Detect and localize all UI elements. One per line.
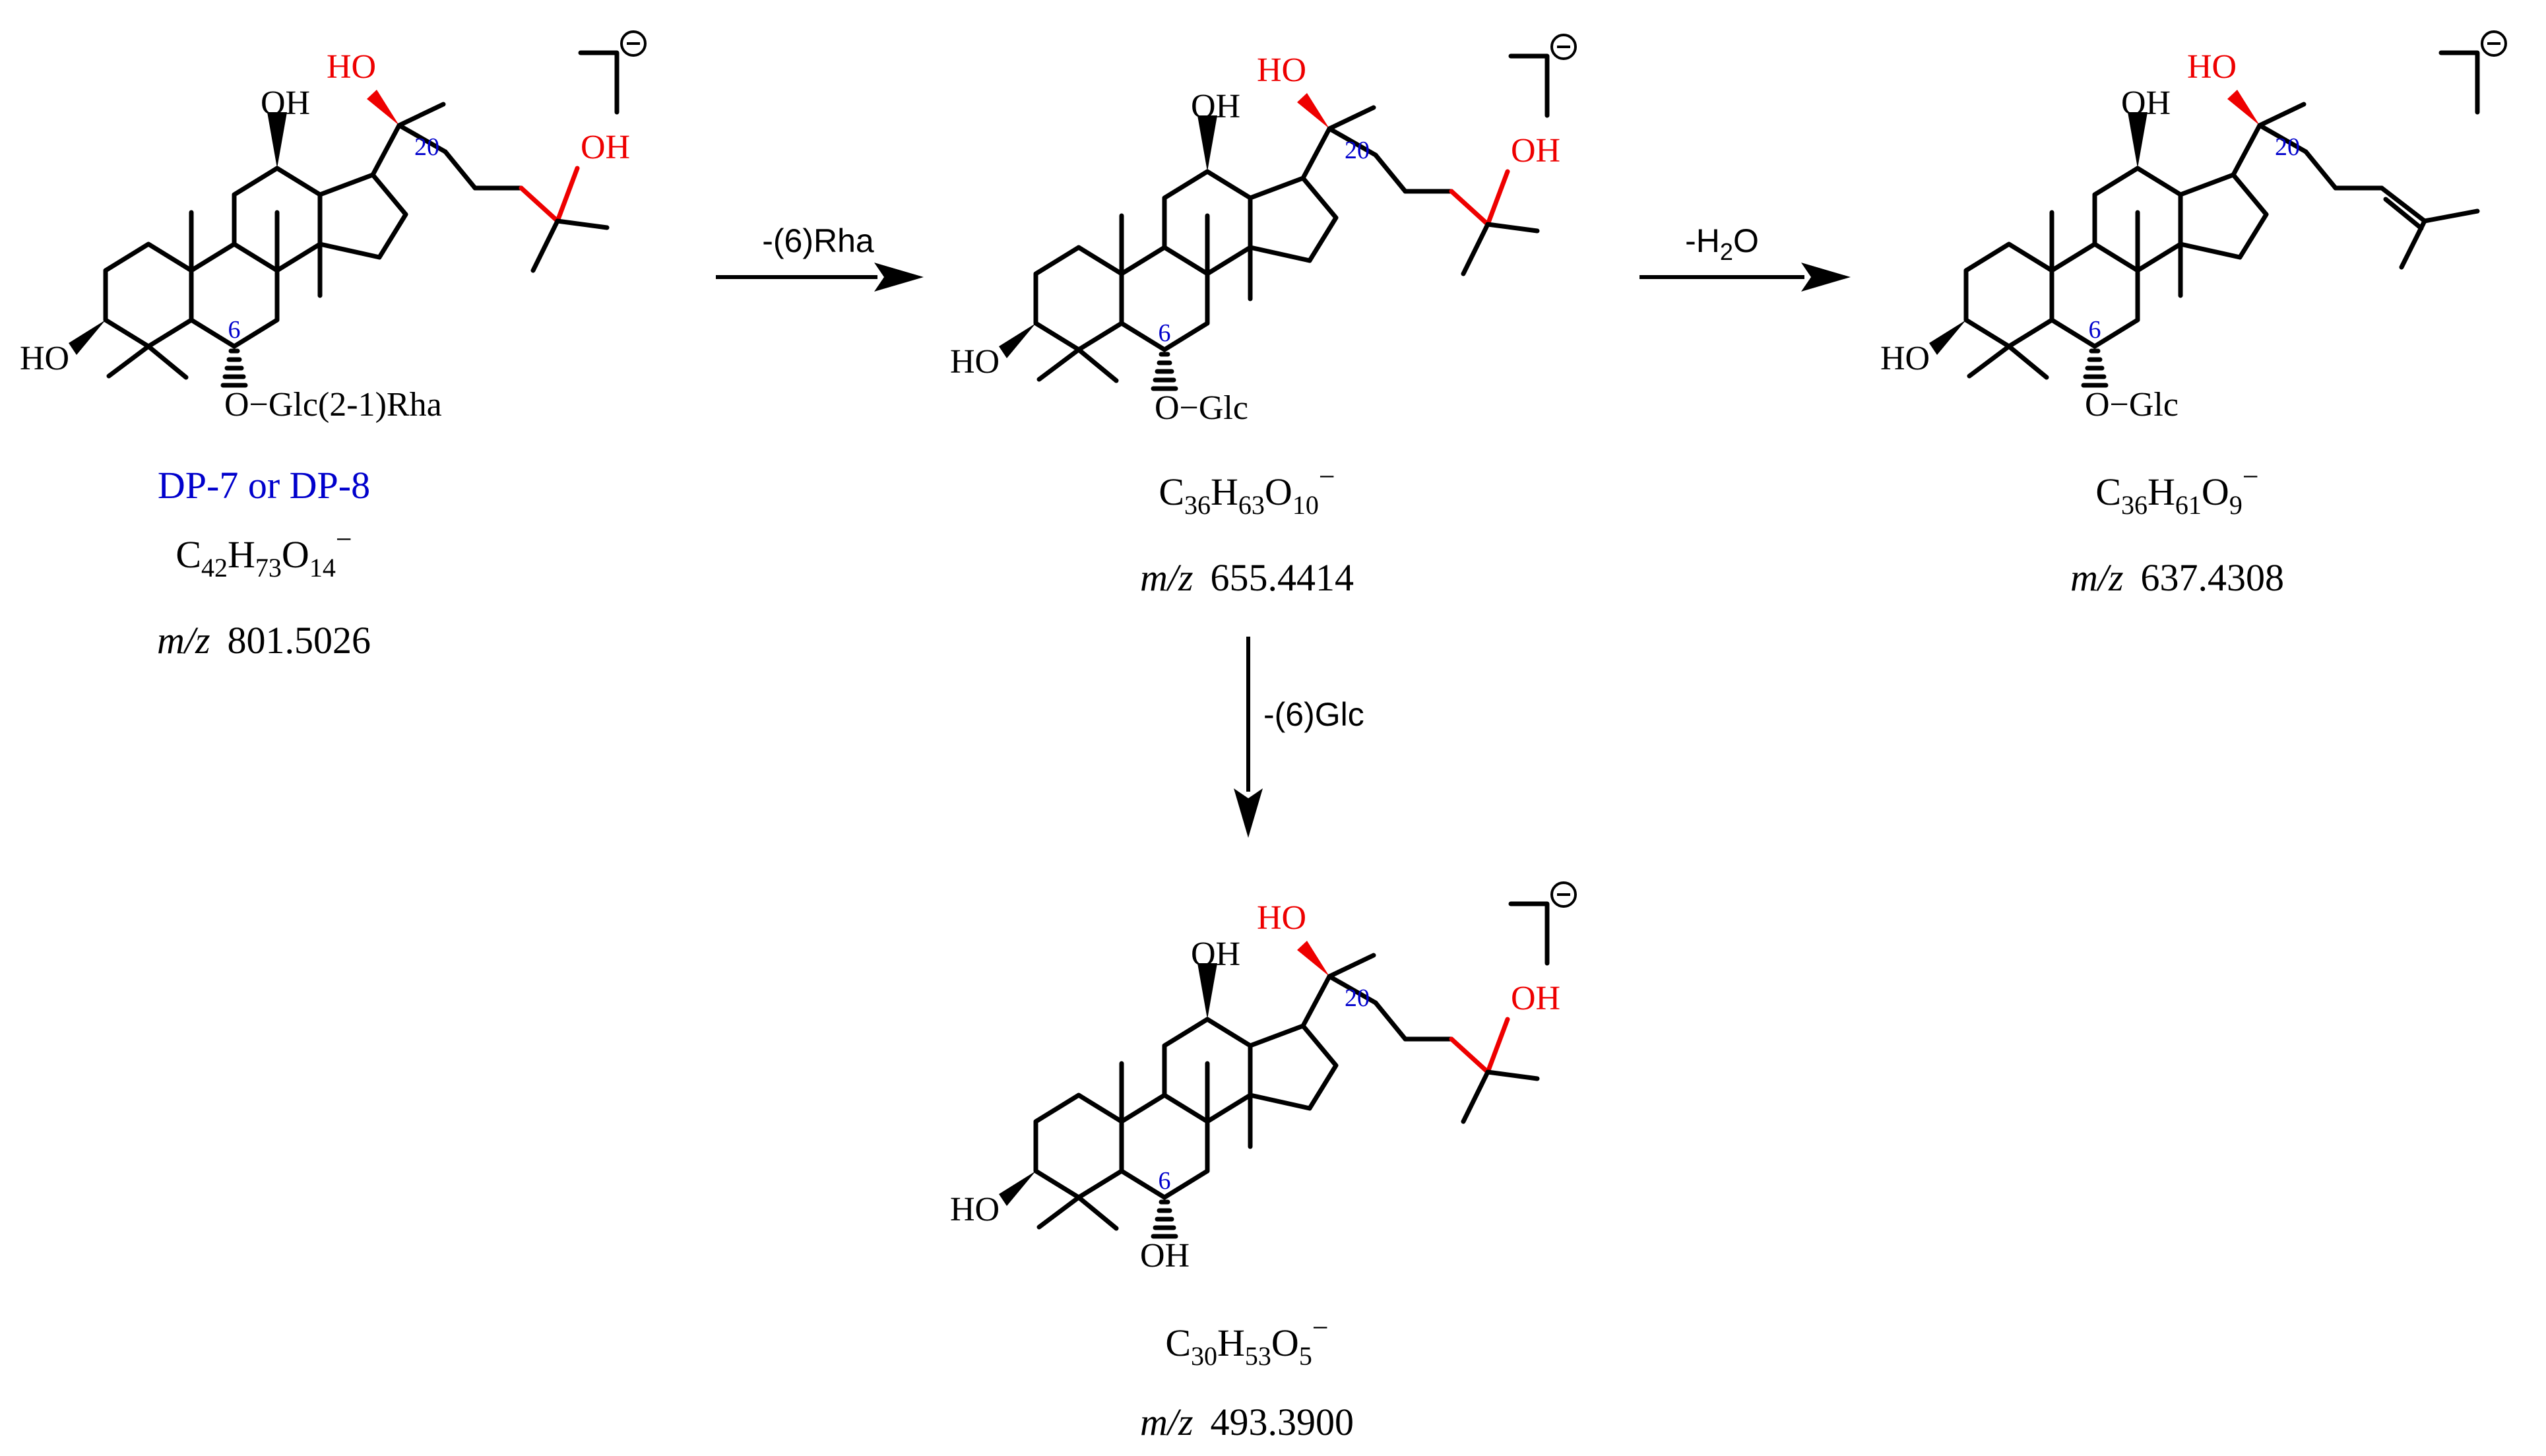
c20-ho-label: HO (1257, 899, 1306, 937)
anion-charge-icon (2441, 32, 2506, 112)
compound-2-formula: C36H63O10− (1159, 460, 1335, 520)
c20-ho-label: HO (327, 48, 376, 86)
arrow-loss-glc-label: -(6)Glc (1263, 696, 1364, 733)
c3-ho-label: HO (1880, 340, 1930, 377)
c6-substituent: OH (1140, 1237, 1190, 1275)
c25-oh-label: OH (1511, 980, 1560, 1017)
c6-locant: 6 (228, 316, 241, 344)
c25-oh-label: OH (581, 129, 630, 166)
arrowhead-right-icon (1801, 263, 1851, 292)
c6-substituent: O−Glc (1155, 389, 1248, 427)
c20-locant: 20 (1345, 984, 1370, 1012)
c20-ho-label: HO (2187, 48, 2237, 86)
c3-ho-label: HO (20, 340, 69, 377)
anion-charge-icon (581, 32, 645, 112)
hydroxy-side-chain (1405, 1019, 1537, 1122)
hydroxy-side-chain (1405, 172, 1537, 274)
hydroxy-side-chain (475, 168, 607, 270)
alkene-side-chain (2336, 188, 2477, 267)
compound-1-structure: OH HO HO OH 20 6 O−Glc(2-1)Rha (20, 32, 645, 424)
anion-charge-icon (1511, 35, 1575, 115)
c20-locant: 20 (2275, 133, 2300, 161)
c6-substituent: O−Glc (2085, 386, 2179, 424)
anion-charge-icon (1511, 883, 1575, 963)
compound-3-formula: C36H61O9− (2095, 460, 2258, 520)
c12-oh-label: OH (261, 84, 310, 122)
arrow-loss-rha: -(6)Rha (716, 222, 924, 292)
compound-4-structure: OH HO HO OH 20 6 OH (950, 883, 1575, 1275)
compound-4-formula: C30H53O5− (1165, 1312, 1328, 1371)
c6-substituent: O−Glc(2-1)Rha (224, 386, 442, 424)
compound-3-structure: OH HO HO 20 6 O−Glc (1880, 32, 2506, 424)
arrow-loss-water-label: -H2O (1685, 222, 1759, 265)
arrowhead-down-icon (1234, 788, 1263, 838)
c20-locant: 20 (414, 133, 439, 161)
arrow-loss-rha-label: -(6)Rha (762, 222, 874, 259)
c6-locant: 6 (1159, 1167, 1171, 1195)
c25-oh-label: OH (1511, 132, 1560, 170)
c6-locant: 6 (2089, 316, 2101, 344)
arrow-loss-water: -H2O (1639, 222, 1851, 292)
c20-locant: 20 (1345, 137, 1370, 164)
compound-1-id: DP-7 or DP-8 (158, 464, 370, 507)
arrowhead-right-icon (874, 263, 924, 292)
c12-oh-label: OH (1191, 935, 1240, 973)
compound-1-formula: C42H73O14− (175, 523, 352, 583)
c6-locant: 6 (1159, 319, 1171, 347)
c3-ho-label: HO (950, 1191, 1000, 1228)
c12-oh-label: OH (2121, 84, 2171, 122)
c20-ho-label: HO (1257, 51, 1306, 89)
compound-2-structure: OH HO HO OH 20 6 O−Glc (950, 35, 1575, 427)
arrow-loss-glc: -(6)Glc (1234, 637, 1364, 838)
c12-oh-label: OH (1191, 88, 1240, 125)
c3-ho-label: HO (950, 343, 1000, 381)
